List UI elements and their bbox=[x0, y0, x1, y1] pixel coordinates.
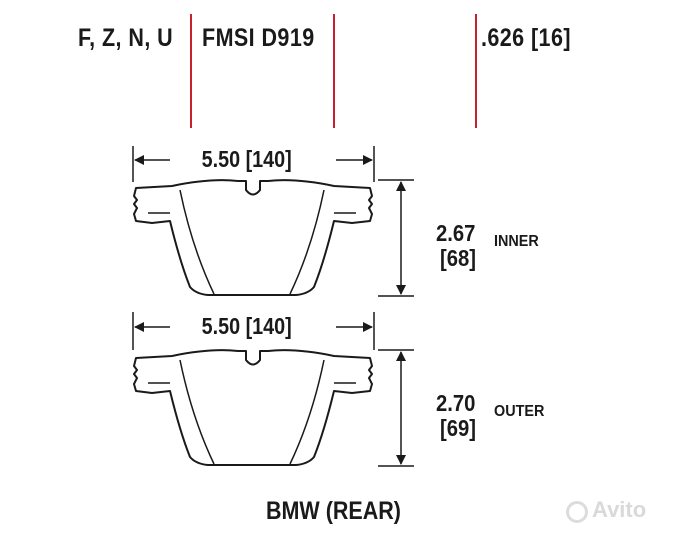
outer-label: OUTER bbox=[494, 403, 545, 420]
inner-height-metric: [68] bbox=[440, 245, 476, 271]
inner-pad bbox=[132, 146, 414, 297]
inner-label: INNER bbox=[494, 233, 539, 250]
outer-height-value: 2.70 bbox=[436, 390, 476, 416]
compound-codes: F, Z, N, U bbox=[78, 24, 174, 52]
divider-line-1 bbox=[190, 14, 192, 128]
outer-width-label: 5.50 [140] bbox=[199, 313, 295, 340]
watermark: Avito bbox=[566, 497, 646, 523]
fmsi-number: FMSI D919 bbox=[202, 24, 315, 52]
inner-height-value: 2.67 bbox=[436, 220, 476, 246]
vehicle-caption: BMW (REAR) bbox=[266, 497, 401, 525]
inner-pad-outline bbox=[133, 179, 373, 296]
outer-height-metric: [69] bbox=[440, 415, 476, 441]
divider-line-2 bbox=[333, 14, 335, 128]
divider-line-3 bbox=[475, 14, 477, 128]
outer-pad bbox=[132, 312, 414, 467]
watermark-text: Avito bbox=[592, 497, 647, 522]
avito-logo-icon bbox=[566, 501, 588, 523]
pad-thickness: .626 [16] bbox=[481, 24, 571, 52]
inner-width-label: 5.50 [140] bbox=[199, 146, 295, 173]
outer-pad-outline bbox=[133, 349, 373, 466]
